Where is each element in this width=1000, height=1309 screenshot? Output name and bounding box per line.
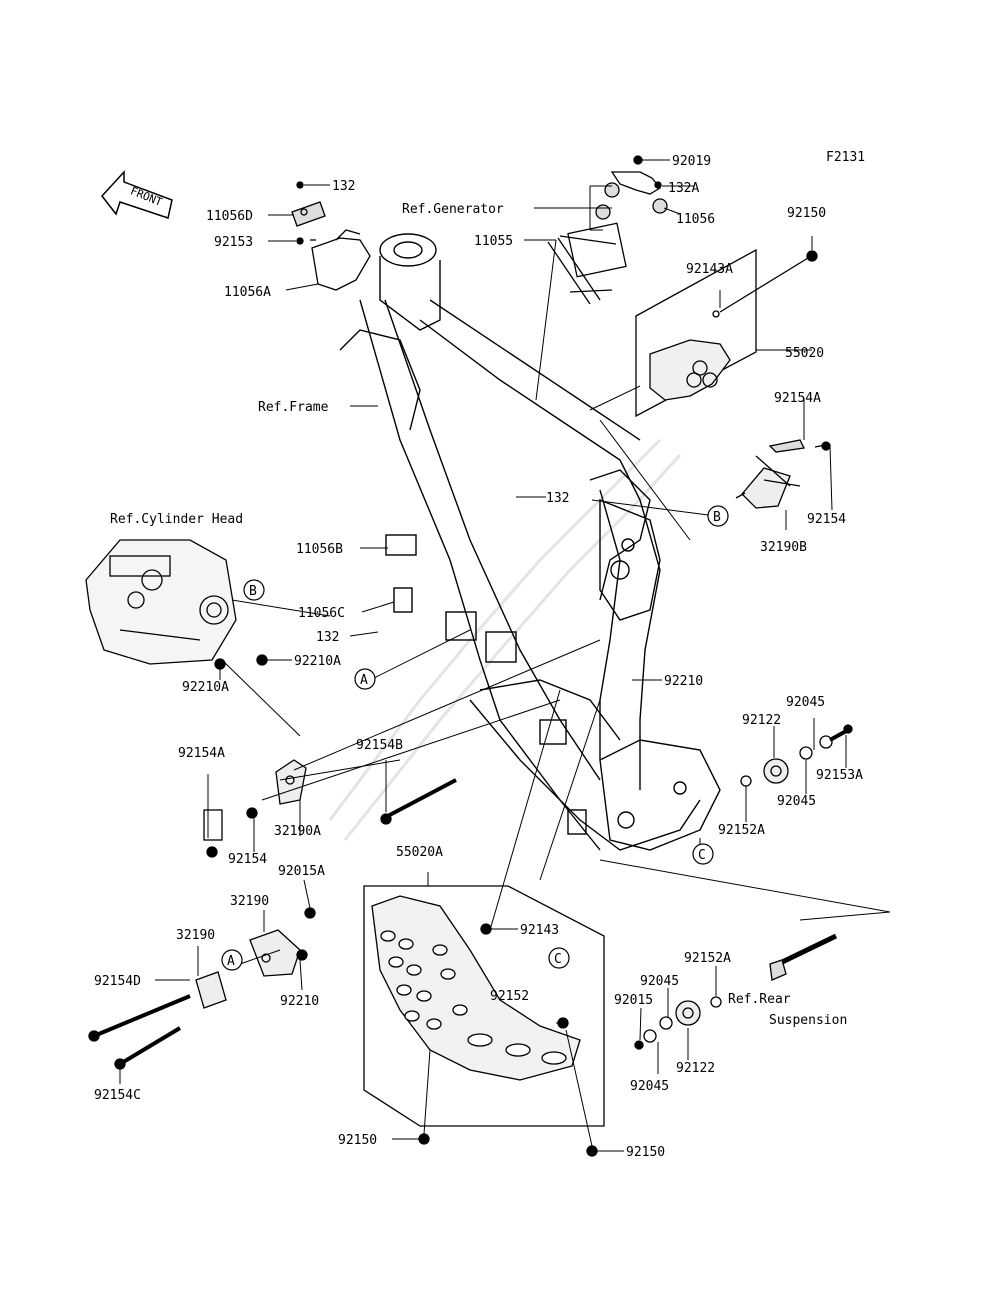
label-92015A: 92015A: [278, 864, 325, 879]
svg-text:A: A: [227, 954, 235, 969]
svg-text:A: A: [360, 673, 368, 688]
label-ref-rear: Ref.Rear: [728, 992, 791, 1007]
watermark: [328, 438, 682, 841]
label-92154-right: 92154: [807, 512, 846, 527]
label-132-low: 132: [316, 630, 339, 645]
label-92015: 92015: [614, 993, 653, 1008]
label-suspension: Suspension: [769, 1013, 847, 1028]
label-92019: 92019: [672, 154, 711, 169]
label-132-top: 132: [332, 179, 355, 194]
front-arrow-icon: FRONT: [101, 170, 173, 219]
leader-lines: [119, 159, 891, 1152]
label-132A: 132A: [668, 181, 699, 196]
label-92045-d: 92045: [630, 1079, 669, 1094]
marker-b-left: B: [243, 579, 265, 601]
label-92152A-a: 92152A: [718, 823, 765, 838]
marker-c-skid: C: [548, 947, 570, 969]
label-ref-cylinder-head: Ref.Cylinder Head: [110, 512, 243, 527]
label-11056C: 11056C: [298, 606, 345, 621]
label-ref-frame: Ref.Frame: [258, 400, 329, 415]
label-55020: 55020: [785, 346, 824, 361]
cover-55020-group: [635, 248, 818, 418]
label-92154A-right: 92154A: [774, 391, 821, 406]
marker-c-right: C: [692, 843, 714, 865]
label-132-mid: 132: [546, 491, 569, 506]
pivot-parts-lower: [634, 996, 722, 1050]
svg-text:B: B: [249, 584, 257, 599]
marker-b-right: B: [707, 505, 729, 527]
frame: [339, 233, 721, 851]
bracket-11056D-group: [291, 181, 371, 291]
label-92150-left: 92150: [338, 1133, 377, 1148]
svg-text:C: C: [698, 848, 706, 863]
label-92122-a: 92122: [742, 713, 781, 728]
label-92045-a: 92045: [786, 695, 825, 710]
label-32190-a: 32190: [230, 894, 269, 909]
figure-code: F2131: [826, 150, 865, 165]
label-92152: 92152: [490, 989, 529, 1004]
label-92154-left: 92154: [228, 852, 267, 867]
label-11056D: 11056D: [206, 209, 253, 224]
label-92153A: 92153A: [816, 768, 863, 783]
label-92154A-left: 92154A: [178, 746, 225, 761]
label-32190-b: 32190: [176, 928, 215, 943]
label-92210-low: 92210: [280, 994, 319, 1009]
svg-text:B: B: [713, 510, 721, 525]
label-92210-mid: 92210: [664, 674, 703, 689]
letter-markers: B B A A C C: [221, 505, 729, 971]
label-92143: 92143: [520, 923, 559, 938]
label-92122-b: 92122: [676, 1061, 715, 1076]
label-92210A-left: 92210A: [182, 680, 229, 695]
label-11056: 11056: [676, 212, 715, 227]
cylinder-head: [85, 539, 268, 670]
label-92152A-b: 92152A: [684, 951, 731, 966]
label-ref-generator: Ref.Generator: [402, 202, 504, 217]
label-92153: 92153: [214, 235, 253, 250]
label-92150-bottom: 92150: [626, 1145, 665, 1160]
marker-a-mid: A: [354, 668, 376, 690]
callout-labels: 132 11056D 92153 11056A 92019 Ref.Genera…: [94, 154, 863, 1160]
label-32190A: 32190A: [274, 824, 321, 839]
label-11056B: 11056B: [296, 542, 343, 557]
pivot-parts-upper: [740, 724, 853, 787]
svg-text:C: C: [554, 952, 562, 967]
label-92154B: 92154B: [356, 738, 403, 753]
label-11055: 11055: [474, 234, 513, 249]
rear-suspension-shaft: [769, 933, 838, 981]
label-92045-b: 92045: [777, 794, 816, 809]
marker-a-low: A: [221, 949, 243, 971]
label-32190B: 32190B: [760, 540, 807, 555]
skid-plate-55020A: [363, 885, 605, 1157]
bracket-32190B-group: [735, 439, 831, 509]
label-92154C: 92154C: [94, 1088, 141, 1103]
label-92150-right: 92150: [787, 206, 826, 221]
bracket-32190-group: [88, 907, 316, 1070]
label-92143A: 92143A: [686, 262, 733, 277]
bracket-32190A-group: [203, 759, 457, 858]
label-11056A: 11056A: [224, 285, 271, 300]
label-92154D: 92154D: [94, 974, 141, 989]
label-92045-c: 92045: [640, 974, 679, 989]
label-92210A-right: 92210A: [294, 654, 341, 669]
label-55020A: 55020A: [396, 845, 443, 860]
generator-bracket-group: [547, 155, 668, 305]
